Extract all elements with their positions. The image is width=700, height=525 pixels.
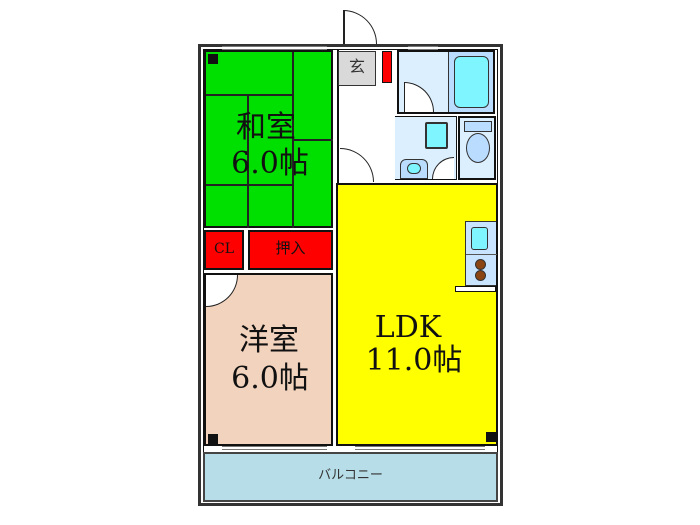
- room-washroom: [395, 116, 457, 180]
- toilet-bowl-icon: [466, 133, 490, 163]
- pillar-icon: [208, 434, 218, 444]
- door-swing-icon: [432, 157, 454, 179]
- door-swing-icon: [206, 275, 238, 307]
- room-youshitsu: 洋室 6.0帖: [204, 273, 333, 446]
- room-bath-dressing: [397, 50, 495, 114]
- window: [408, 46, 438, 50]
- bathtub-icon: [454, 56, 489, 108]
- closet-cl-label: CL: [213, 241, 234, 257]
- closet-oshiire-label: 押入: [275, 239, 306, 257]
- genkan-label: 玄: [348, 57, 365, 76]
- entrance-door-icon: [343, 10, 377, 44]
- entrance-door-leaf: [343, 10, 345, 44]
- kitchen-counter: [465, 221, 497, 286]
- balcony: バルコニー: [203, 452, 498, 502]
- room-washitsu-name: 和室: [236, 110, 296, 145]
- stove-burner-icon: [475, 259, 486, 270]
- balcony-label: バルコニー: [318, 468, 383, 483]
- shoe-box: [382, 51, 392, 83]
- room-youshitsu-size: 6.0帖: [231, 361, 309, 396]
- closet-oshiire: 押入: [248, 230, 333, 270]
- room-toilet: [458, 116, 496, 180]
- washbasin-icon: [400, 159, 428, 179]
- window: [222, 446, 327, 450]
- sink-icon: [471, 227, 488, 250]
- pillar-icon: [208, 54, 218, 64]
- room-ldk-name: LDK: [374, 310, 442, 345]
- genkan: 玄: [338, 51, 376, 86]
- washing-machine-icon: [425, 122, 448, 149]
- kitchen-wall: [455, 286, 496, 292]
- pillar-icon: [486, 432, 496, 442]
- room-youshitsu-name: 洋室: [239, 323, 299, 358]
- toilet-tank-icon: [464, 121, 492, 132]
- window: [222, 46, 327, 50]
- room-washitsu-size: 6.0帖: [231, 146, 309, 181]
- door-swing-icon: [404, 82, 434, 112]
- room-washitsu: 和室 6.0帖: [204, 50, 333, 228]
- room-ldk: LDK 11.0帖: [336, 183, 498, 446]
- stove-burner-icon: [475, 270, 486, 281]
- window: [355, 446, 485, 450]
- closet-cl: CL: [204, 230, 244, 270]
- room-ldk-size: 11.0帖: [365, 343, 463, 378]
